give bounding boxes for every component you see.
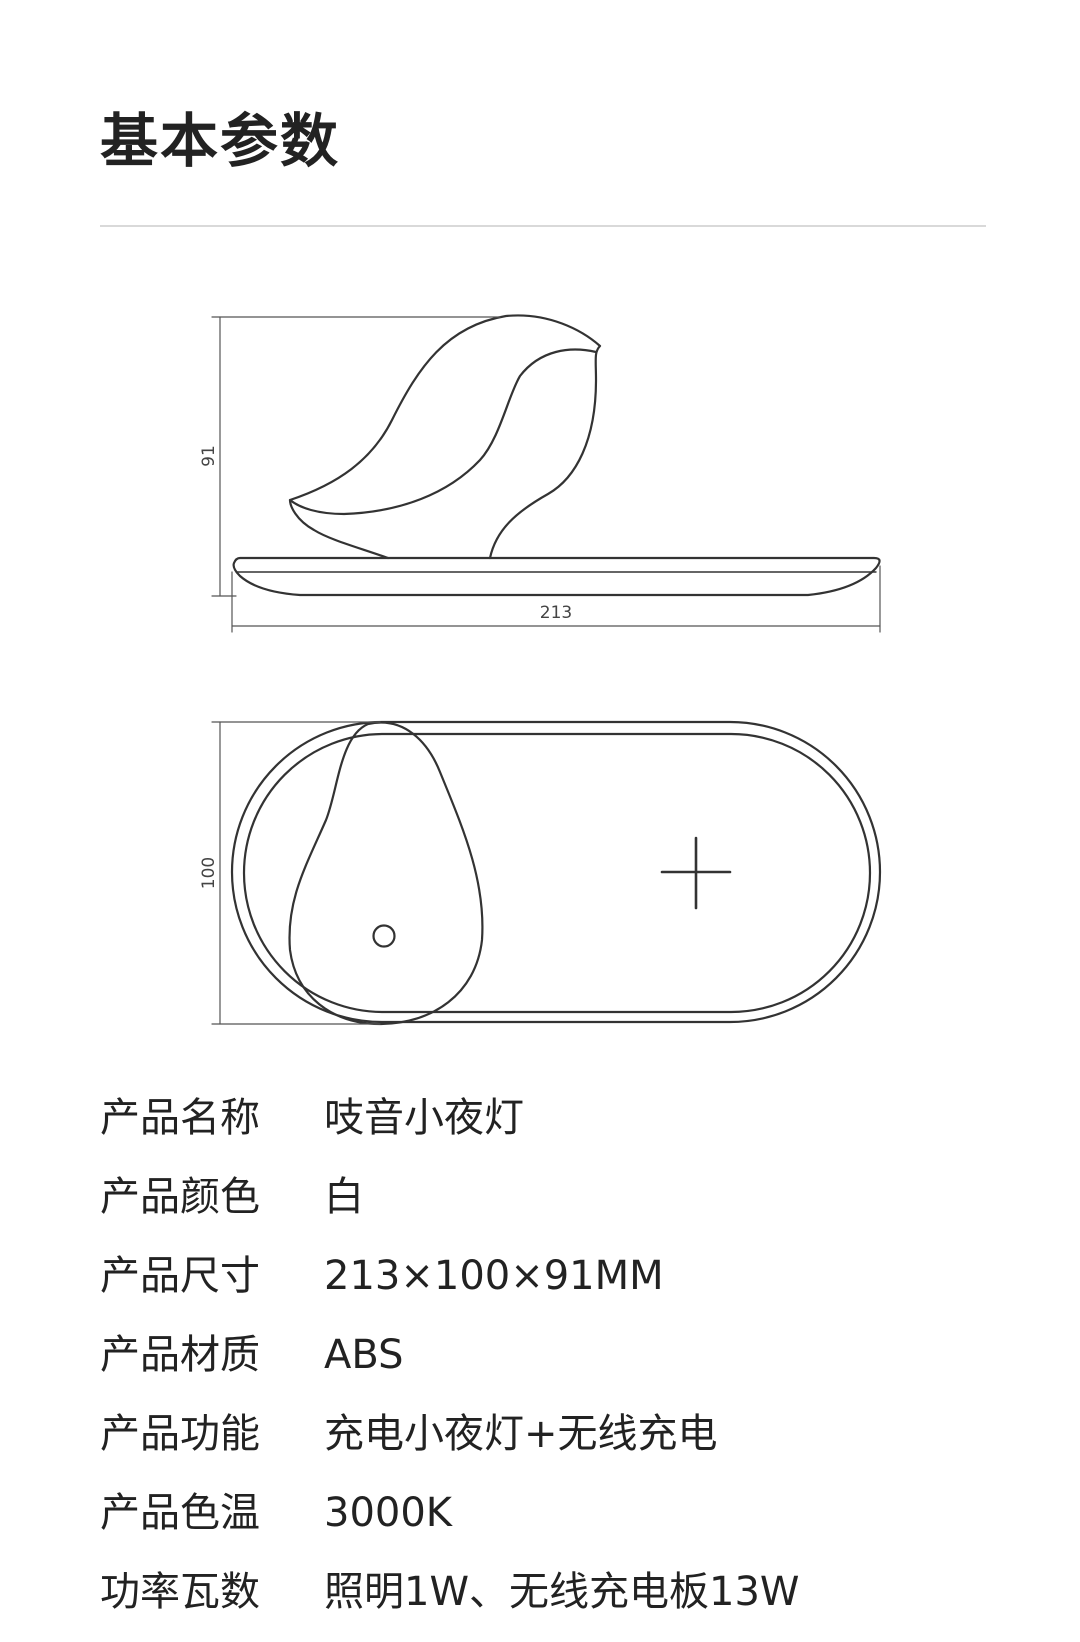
side-view-bird [288,314,602,560]
spec-value: 照明1W、无线充电板13W [324,1568,800,1615]
side-height-dimension [211,316,501,597]
spec-label: 产品功能 [100,1410,260,1457]
spec-value: 充电小夜灯+无线充电 [324,1410,718,1457]
product-line-drawings: 91 213 100 [199,314,882,1026]
spec-label: 产品材质 [100,1331,260,1378]
spec-label: 产品名称 [100,1094,260,1141]
spec-label: 产品色温 [100,1489,260,1536]
spec-value: 213×100×91MM [324,1252,664,1299]
side-height-label: 91 [199,445,219,467]
spec-row-name: 产品名称 吱音小夜灯 [100,1078,980,1157]
side-length-dimension [231,565,881,633]
spec-value: ABS [324,1331,404,1378]
title-divider [100,225,986,227]
top-view-bird [288,721,484,1026]
spec-label: 产品颜色 [100,1173,260,1220]
side-view-bird-wing [288,348,598,516]
touch-button-icon [372,924,396,948]
spec-row-function: 产品功能 充电小夜灯+无线充电 [100,1394,980,1473]
page-title: 基本参数 [100,107,341,175]
side-view-drawing [232,314,881,597]
top-depth-label: 100 [199,857,219,889]
top-depth-dimension [211,721,381,1025]
spec-value: 吱音小夜灯 [324,1094,524,1141]
spec-row-color-temperature: 产品色温 3000K [100,1473,980,1552]
top-view-outer-outline [230,720,882,1024]
side-length-label: 213 [540,603,572,623]
side-view-base [232,556,881,597]
top-view-drawing [230,720,882,1026]
spec-row-size: 产品尺寸 213×100×91MM [100,1236,980,1315]
spec-value: 3000K [324,1489,453,1536]
spec-row-power: 功率瓦数 照明1W、无线充电板13W [100,1552,980,1631]
spec-label: 产品尺寸 [100,1252,260,1299]
spec-row-color: 产品颜色 白 [100,1157,980,1236]
spec-list: 产品名称 吱音小夜灯 产品颜色 白 产品尺寸 213×100×91MM 产品材质… [100,1078,980,1631]
spec-value: 白 [324,1173,364,1220]
charging-cross-icon [660,836,732,910]
top-view-inner-outline [242,732,872,1014]
spec-label: 功率瓦数 [100,1568,260,1615]
spec-row-material: 产品材质 ABS [100,1315,980,1394]
